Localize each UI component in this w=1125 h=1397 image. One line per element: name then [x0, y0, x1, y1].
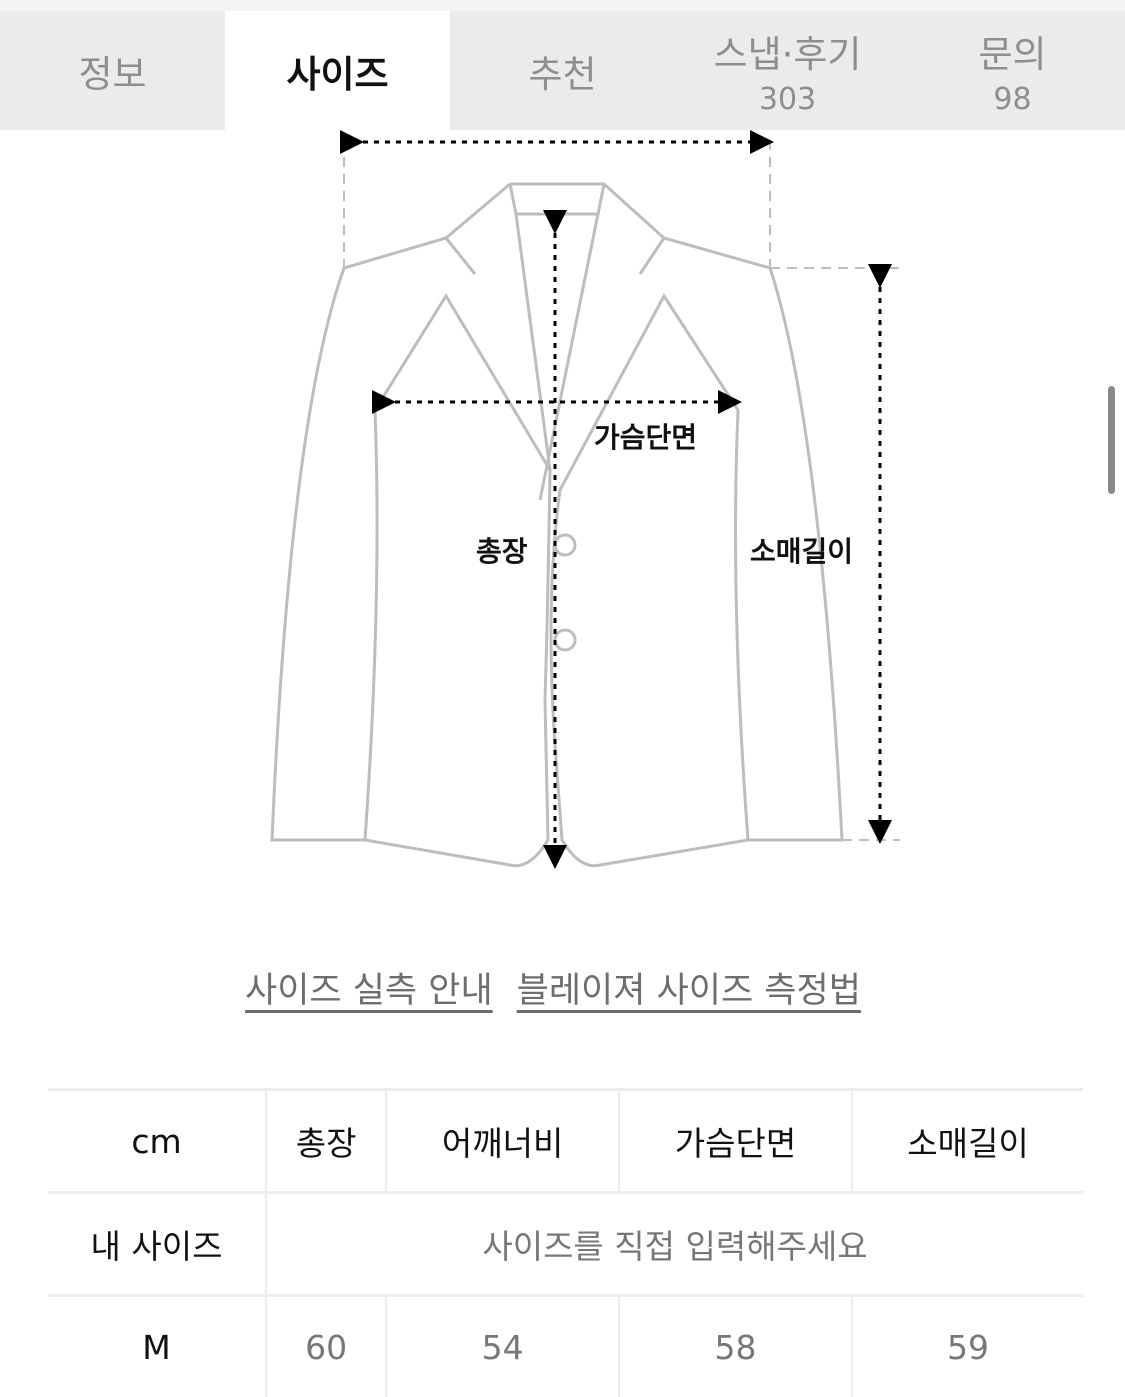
- tab-label: 스냅·후기: [714, 24, 862, 78]
- tab-label: 문의: [978, 24, 1046, 78]
- header-cell: 가슴단면: [619, 1090, 852, 1193]
- value-cell: 54: [386, 1296, 619, 1397]
- my-size-label: 내 사이즈: [48, 1193, 266, 1296]
- value-cell: 58: [619, 1296, 852, 1397]
- my-size-row: 내 사이즈 사이즈를 직접 입력해주세요: [48, 1193, 1083, 1296]
- table-header-row: cm 총장 어깨너비 가슴단면 소매길이: [48, 1090, 1083, 1193]
- sleeve-label: 소매길이: [750, 530, 853, 570]
- tab-label: 추천: [528, 44, 596, 98]
- my-size-input-prompt[interactable]: 사이즈를 직접 입력해주세요: [266, 1193, 1083, 1296]
- tab-count: 98: [993, 82, 1031, 117]
- tab-size[interactable]: 사이즈: [225, 11, 450, 130]
- tab-recommend[interactable]: 추천: [450, 11, 675, 130]
- tab-label: 정보: [78, 44, 146, 98]
- tab-reviews[interactable]: 스냅·후기 303: [675, 11, 900, 130]
- size-label: M: [48, 1296, 266, 1397]
- header-cell: 소매길이: [852, 1090, 1083, 1193]
- value-cell: 59: [852, 1296, 1083, 1397]
- tab-bar: 정보 사이즈 추천 스냅·후기 303 문의 98: [0, 11, 1125, 130]
- tab-count: 303: [759, 82, 816, 117]
- value-cell: 60: [266, 1296, 386, 1397]
- header-cell: 총장: [266, 1090, 386, 1193]
- jacket-diagram: [0, 130, 1125, 920]
- length-label: 총장: [476, 530, 528, 570]
- top-bar: [0, 0, 1125, 11]
- blazer-measure-link[interactable]: 블레이져 사이즈 측정법: [517, 962, 861, 1013]
- size-table: cm 총장 어깨너비 가슴단면 소매길이 내 사이즈 사이즈를 직접 입력해주세…: [48, 1088, 1083, 1397]
- tab-info[interactable]: 정보: [0, 11, 225, 130]
- tab-label: 사이즈: [286, 44, 388, 98]
- scrollbar[interactable]: [1108, 386, 1115, 494]
- unit-cell: cm: [48, 1090, 266, 1193]
- tab-inquiry[interactable]: 문의 98: [900, 11, 1125, 130]
- size-guide-link[interactable]: 사이즈 실측 안내: [245, 962, 493, 1013]
- chest-label: 가슴단면: [594, 416, 697, 456]
- table-row: M 60 54 58 59: [48, 1296, 1083, 1397]
- header-cell: 어깨너비: [386, 1090, 619, 1193]
